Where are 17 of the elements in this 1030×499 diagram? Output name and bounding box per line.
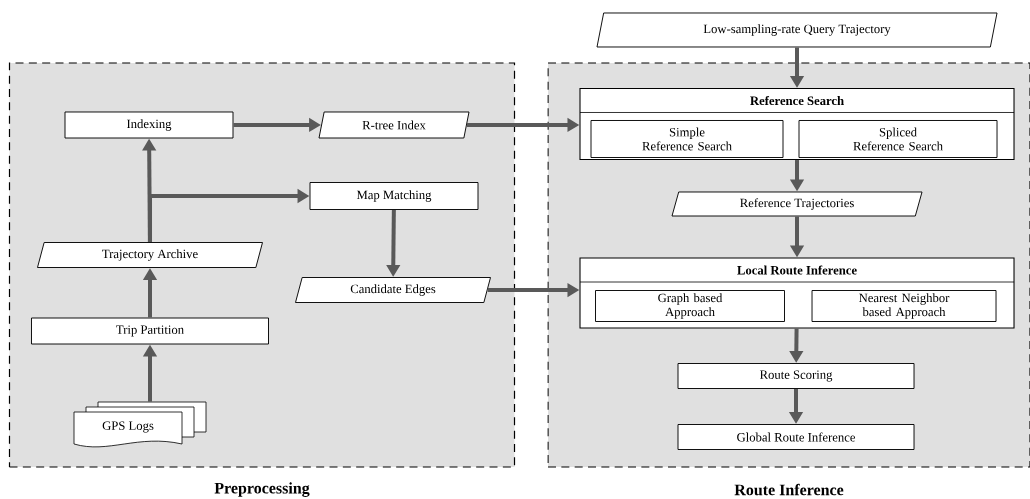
process-box: Map Matching <box>309 182 479 210</box>
node-label: Preprocessing <box>214 482 310 497</box>
process-box: Spliced Reference Search <box>798 120 998 158</box>
data-parallelogram: Trajectory Archive <box>37 242 263 268</box>
process-box: Global Route Inference <box>677 424 915 450</box>
data-parallelogram: Low-sampling-rate Query Trajectory <box>596 12 998 48</box>
process-box: Route Scoring <box>677 363 915 389</box>
process-box: Nearest Neighbor based Approach <box>811 290 997 322</box>
document-stack: GPS Logs <box>73 401 207 448</box>
data-parallelogram: Candidate Edges <box>295 277 491 303</box>
data-parallelogram: R-tree Index <box>318 111 470 139</box>
data-parallelogram: Reference Trajectories <box>671 191 923 217</box>
process-box: Graph based Approach <box>595 290 785 322</box>
process-box: Simple Reference Search <box>590 120 784 158</box>
process-box: Indexing <box>64 111 234 139</box>
process-box: Trip Partition <box>31 317 269 345</box>
node-label: Route Inference <box>734 483 844 496</box>
